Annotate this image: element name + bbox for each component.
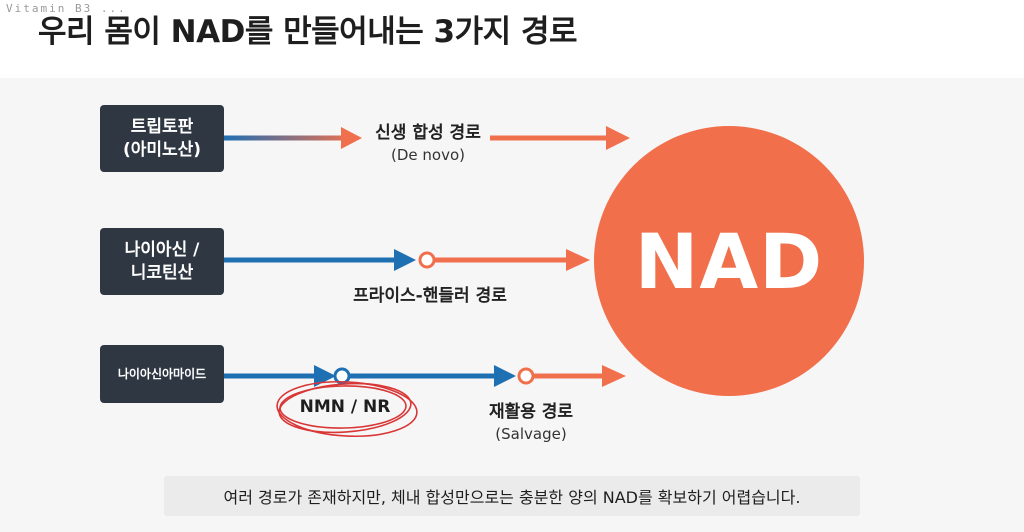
source-niacinamide-label: 나이아신아마이드 — [117, 366, 207, 381]
label-salvage-name: 재활용 경로 — [488, 402, 574, 422]
label-denovo-name: 신생 합성 경로 — [375, 123, 481, 143]
arrowhead-salvage-2 — [494, 365, 516, 387]
label-preiss-handler-name: 프라이스-핸들러 경로 — [353, 286, 507, 306]
arrowhead-ph-2 — [566, 249, 590, 271]
subtitle-caption: 여러 경로가 존재하지만, 체내 합성만으로는 충분한 양의 NAD를 확보하기… — [164, 476, 860, 516]
node-nmn — [333, 367, 351, 385]
node-ph — [418, 251, 436, 269]
watermark: Vitamin B3 ... — [6, 2, 127, 15]
source-niacin-line1: 나이아신 / — [124, 239, 200, 260]
source-niacin: 나이아신 / 니코틴산 — [100, 228, 224, 295]
arrowhead-ph-1 — [394, 249, 416, 271]
nmn-highlight-circle — [276, 380, 418, 438]
nad-label: NAD — [634, 216, 824, 306]
source-niacinamide: 나이아신아마이드 — [100, 345, 224, 403]
caption-pointer — [752, 462, 768, 478]
node-salvage — [517, 367, 535, 385]
label-salvage: 재활용 경로 (Salvage) — [476, 397, 586, 443]
nad-circle — [594, 126, 864, 396]
arrowhead-denovo-1 — [341, 127, 362, 149]
arrowhead-salvage-3 — [602, 365, 626, 387]
source-tryptophan-line1: 트립토판 — [130, 116, 194, 137]
source-niacin-line2: 니코틴산 — [130, 262, 194, 283]
source-tryptophan-line2: (아미노산) — [122, 139, 202, 160]
source-tryptophan: 트립토판 (아미노산) — [100, 105, 224, 172]
label-preiss-handler: 프라이스-핸들러 경로 — [330, 281, 530, 306]
label-nmn-nr: NMN / NR — [299, 397, 391, 417]
arrowhead-salvage-1 — [314, 365, 336, 387]
label-salvage-english: (Salvage) — [495, 425, 567, 443]
label-denovo-english: (De novo) — [391, 146, 465, 164]
arrowhead-denovo-2 — [606, 126, 630, 150]
page-title: 우리 몸이 NAD를 만들어내는 3가지 경로 — [38, 14, 577, 50]
label-denovo: 신생 합성 경로 (De novo) — [368, 118, 488, 164]
